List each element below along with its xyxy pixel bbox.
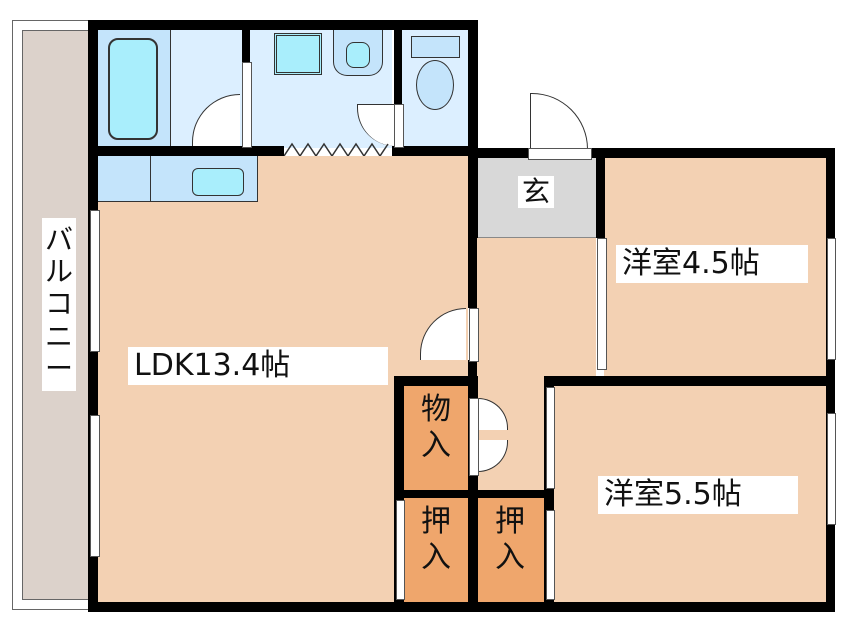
wall-ldk-right-lower (468, 360, 477, 390)
wall-bath-bottom (88, 146, 284, 156)
kitchen-sink-icon (192, 168, 244, 196)
washing-machine-icon (274, 33, 322, 75)
ldk-label: LDK13.4帖 (128, 347, 388, 385)
entrance-door-threshold (528, 148, 592, 160)
storage-label: 物入 (416, 392, 456, 464)
western-room-4-5-label: 洋室4.5帖 (616, 245, 808, 283)
closet-1-label: 押入 (416, 504, 456, 576)
window-closet-left (396, 500, 405, 600)
western-room-5-5-label: 洋室5.5帖 (598, 476, 798, 514)
wall-bottom (88, 602, 834, 612)
wall-ldk-right (468, 238, 477, 308)
wall-entry-top-right (590, 148, 835, 158)
wall-entry-right (596, 148, 605, 238)
entrance-door-icon (530, 93, 588, 149)
wall-toilet-divider (394, 20, 402, 104)
toilet-tank-icon (411, 36, 460, 58)
wall-entry-top-left (468, 148, 528, 158)
wall-upper-right-top (468, 20, 478, 238)
entrance-label: 玄 (518, 176, 555, 208)
window-room45-right (827, 238, 836, 360)
window-room55-left-upper (546, 387, 555, 489)
window-ldk-door (469, 308, 479, 362)
wall-top (88, 20, 478, 30)
window-room45-left (597, 238, 607, 370)
wall-bath-divider (242, 20, 250, 62)
hallway-lower (476, 380, 546, 494)
window-bath-divider (242, 62, 252, 148)
basin-icon (346, 42, 370, 68)
wall-room55-left (544, 376, 554, 610)
folding-door-icon (284, 142, 389, 158)
closet-2-label-text: 押入 (495, 504, 525, 575)
window-ldk-upper (90, 210, 100, 352)
kitchen-divider (150, 156, 151, 202)
window-room55-left-lower (546, 510, 555, 600)
storage-closet (404, 386, 468, 490)
closet-1-label-text: 押入 (421, 504, 451, 575)
closet-2-label: 押入 (490, 504, 530, 576)
wall-toilet-bottom (392, 146, 478, 156)
balcony-label: バルコニー (42, 218, 76, 391)
window-toilet-door (394, 104, 404, 148)
window-storage-door (469, 398, 479, 476)
wall-closet-center (468, 386, 478, 610)
closet-2 (478, 498, 544, 602)
window-ldk-lower (90, 415, 100, 557)
toilet-bowl-icon (416, 60, 454, 110)
closet-1 (404, 498, 468, 602)
window-room55-right (827, 413, 836, 525)
wall-room-divider (546, 376, 835, 386)
wall-closet-top (394, 376, 478, 386)
storage-label-text: 物入 (421, 392, 451, 463)
bathtub-icon (108, 38, 158, 140)
